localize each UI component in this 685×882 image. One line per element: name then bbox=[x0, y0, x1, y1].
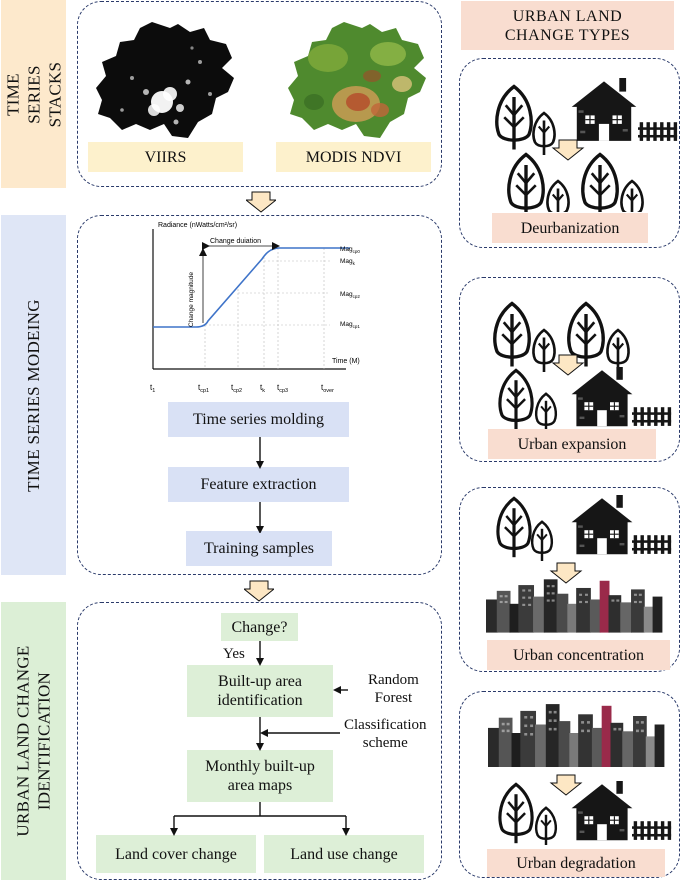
tree-icon bbox=[532, 328, 556, 374]
fence-icon bbox=[638, 122, 678, 141]
hollow-down-arrow-icon bbox=[552, 139, 584, 161]
time-series-model-chart: Radiance (nWatts/cm²/sr) Time (M) Change… bbox=[150, 222, 360, 394]
urban-concentration-illustration bbox=[486, 494, 672, 633]
hollow-down-arrow-icon bbox=[550, 774, 582, 796]
tree-icon bbox=[620, 179, 644, 212]
fence-icon bbox=[632, 535, 672, 554]
house-icon bbox=[571, 780, 633, 841]
tcp1-label: tcp1 bbox=[198, 383, 209, 394]
mag-k-label: Magk bbox=[340, 258, 356, 266]
tcp3-label: tcp3 bbox=[277, 383, 288, 394]
side-label-urban-land-change-identification: URBAN LAND CHANGE IDENTIFICATION bbox=[1, 602, 66, 880]
deurbanization-illustration bbox=[495, 77, 678, 212]
modis-ndvi-label: MODIS NDVI bbox=[276, 142, 431, 172]
viirs-map-image bbox=[96, 22, 234, 138]
chart-x-title: Time (M) bbox=[332, 358, 360, 365]
viirs-city-lights bbox=[120, 46, 212, 125]
ndvi-variation bbox=[304, 42, 412, 122]
fence-icon bbox=[632, 407, 672, 426]
urban-land-change-identification-panel bbox=[77, 602, 442, 880]
chart-y-title: Radiance (nWatts/cm²/sr) bbox=[158, 222, 237, 229]
fence-icon bbox=[632, 821, 672, 840]
time-series-stacks-panel bbox=[77, 1, 442, 187]
tree-icon bbox=[495, 84, 533, 152]
time-series-modeling-panel bbox=[77, 215, 442, 575]
tree-icon bbox=[507, 152, 545, 212]
city-skyline-icon bbox=[486, 579, 663, 633]
viirs-label: VIIRS bbox=[88, 142, 243, 172]
t1-label: t1 bbox=[150, 383, 155, 394]
tree-icon bbox=[530, 520, 554, 563]
deurbanization-label: Deurbanization bbox=[492, 213, 648, 243]
change-types-header: URBAN LAND CHANGE TYPES bbox=[461, 1, 674, 50]
monthly-builtup-maps-box: Monthly built-up area maps bbox=[187, 750, 333, 802]
side-label-time-series-modeling: TIME SERIES MODEING bbox=[1, 215, 66, 575]
tree-icon bbox=[534, 392, 558, 431]
tree-icon bbox=[498, 782, 534, 845]
change-decision-box: Change? bbox=[221, 613, 298, 641]
urban-degradation-label: Urban degradation bbox=[487, 849, 665, 877]
urban-degradation-panel bbox=[459, 691, 680, 878]
tree-icon bbox=[493, 301, 531, 369]
tcp2-label: tcp2 bbox=[231, 383, 242, 394]
builtup-identification-box: Built-up area identification bbox=[187, 665, 333, 717]
step-time-series-molding: Time series molding bbox=[168, 402, 349, 437]
house-icon bbox=[571, 366, 633, 427]
urban-expansion-illustration bbox=[493, 301, 672, 431]
chart-guides bbox=[204, 248, 330, 369]
urban-concentration-label: Urban concentration bbox=[487, 640, 670, 670]
tover-label: tover bbox=[321, 383, 334, 394]
urban-expansion-panel bbox=[459, 277, 680, 462]
urban-expansion-label: Urban expansion bbox=[488, 429, 656, 459]
mag-cp1-label: Magcp1 bbox=[340, 321, 360, 329]
urban-concentration-panel bbox=[459, 487, 680, 672]
change-magnitude-label: Change magnitude bbox=[188, 272, 195, 327]
tree-icon bbox=[581, 152, 619, 212]
tree-icon bbox=[606, 328, 630, 374]
tk-label: tk bbox=[260, 383, 265, 394]
tree-icon bbox=[532, 111, 556, 157]
step-training-samples: Training samples bbox=[186, 531, 332, 566]
mag-cp2-label: Magcp2 bbox=[340, 291, 360, 299]
side-label-time-series-stacks: TIME SERIES STACKS bbox=[1, 0, 66, 188]
tree-icon bbox=[546, 179, 570, 212]
land-use-change-box: Land use change bbox=[264, 835, 424, 873]
urban-degradation-illustration bbox=[488, 704, 672, 845]
viirs-map-shape bbox=[96, 22, 234, 138]
modeling-flow-arrows bbox=[256, 437, 264, 533]
yes-label: Yes bbox=[223, 646, 245, 662]
tree-icon bbox=[498, 368, 534, 431]
change-duration-label: Change duiation bbox=[210, 238, 261, 245]
mag-cp0-label: Magcp0 bbox=[340, 246, 360, 254]
random-forest-label: Random Forest bbox=[368, 672, 419, 706]
deurbanization-panel bbox=[459, 58, 680, 248]
house-icon bbox=[571, 494, 633, 555]
step-feature-extraction: Feature extraction bbox=[168, 467, 349, 502]
tree-icon bbox=[496, 496, 532, 559]
land-cover-change-box: Land cover change bbox=[96, 835, 256, 873]
house-icon bbox=[571, 77, 637, 142]
tree-icon bbox=[534, 806, 558, 845]
classification-scheme-label: Classification scheme bbox=[344, 717, 427, 751]
modis-ndvi-map-image bbox=[288, 22, 426, 138]
city-skyline-icon bbox=[488, 704, 665, 767]
